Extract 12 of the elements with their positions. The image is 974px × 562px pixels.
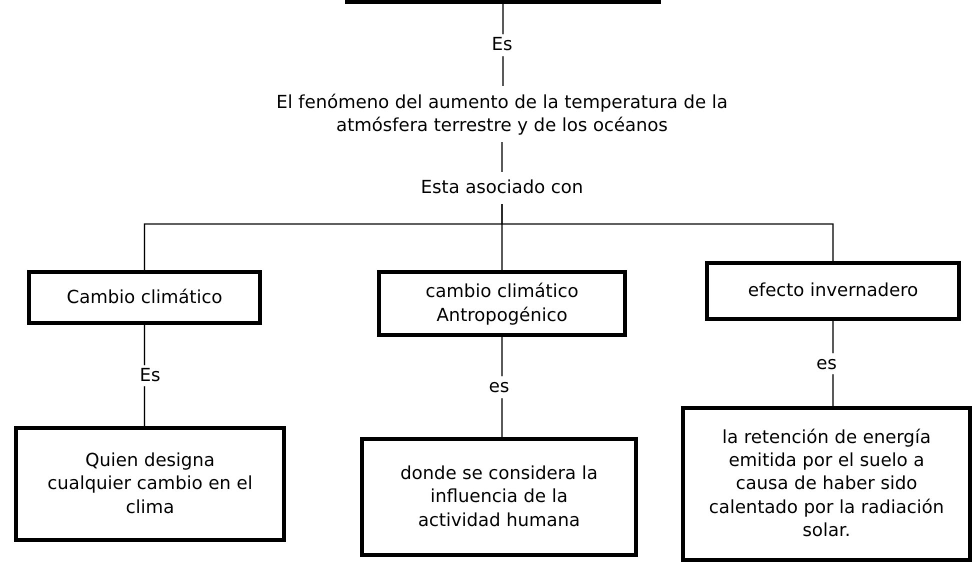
concept-text: Esta asociado con [380, 172, 624, 204]
edge-label: es [814, 352, 839, 374]
concept-box: efecto invernadero [705, 261, 961, 321]
connector-line [501, 204, 834, 261]
concept-box: donde se considera la influencia de la actividad humana [360, 437, 638, 557]
concept-text: El fenómeno del aumento de la temperatura de la atmósfera terrestre y de los océanos [180, 86, 824, 142]
concept-box: la retención de energía emitida por el suelo a causa de haber sido calentado por la radiación solar. [681, 406, 972, 562]
concept-box: cambio climático Antropogénico [377, 270, 627, 337]
connector-line [501, 142, 503, 172]
concept-box: Quien designa cualquier cambio en el clima [14, 426, 286, 542]
edge-label: es [486, 376, 512, 398]
concept-box: Cambio climático [27, 270, 262, 325]
